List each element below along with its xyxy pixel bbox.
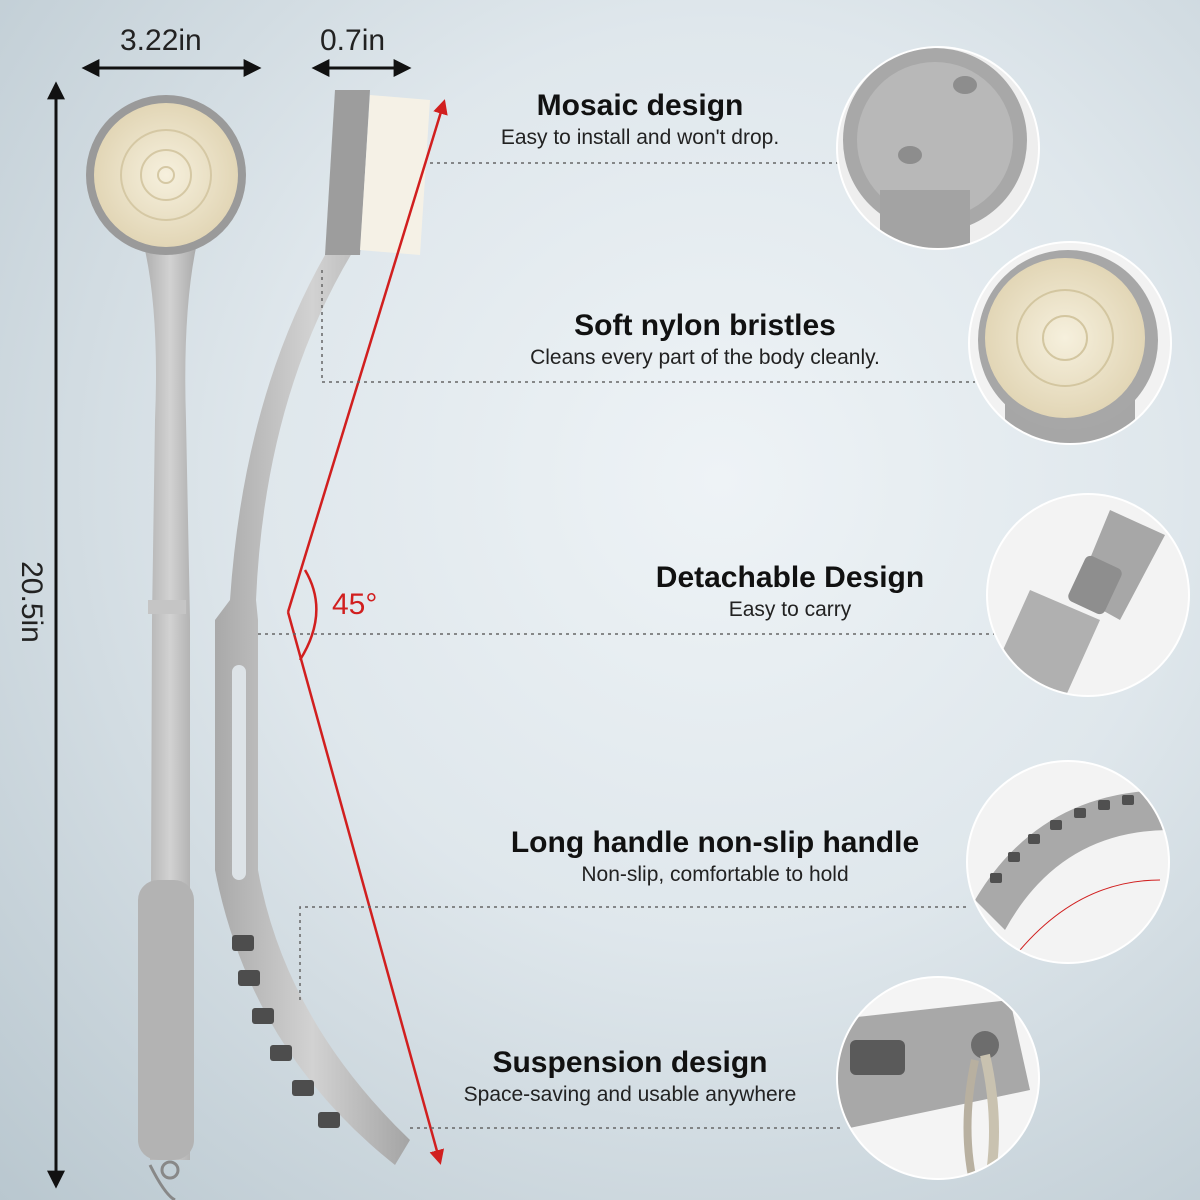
feature-desc: Non-slip, comfortable to hold: [581, 863, 849, 886]
length-label: 20.5in: [14, 561, 48, 643]
width-label: 3.22in: [120, 24, 202, 57]
thickness-label: 0.7in: [320, 24, 386, 57]
detail-suspension-icon: [836, 976, 1040, 1180]
feature-title: Detachable Design: [655, 561, 925, 594]
detail-bristles-icon: [968, 241, 1172, 445]
feature-title: Suspension design: [492, 1046, 768, 1079]
leader-line-bristles: [321, 270, 975, 383]
feature-handle: Long handle non-slip handle Non-slip, co…: [490, 825, 940, 889]
feature-desc: Easy to carry: [728, 598, 852, 621]
detail-detachable-icon: [986, 493, 1190, 697]
detail-handle-icon: [966, 760, 1170, 964]
feature-title: Mosaic design: [536, 89, 744, 122]
feature-desc: Space-saving and usable anywhere: [463, 1083, 797, 1106]
detail-mosaic-icon: [836, 46, 1040, 250]
feature-detachable: Detachable Design Easy to carry: [630, 560, 950, 624]
feature-bristles: Soft nylon bristles Cleans every part of…: [495, 308, 915, 372]
feature-desc: Cleans every part of the body cleanly.: [530, 346, 880, 369]
feature-suspension: Suspension design Space-saving and usabl…: [430, 1045, 830, 1109]
brush-side-view: [215, 90, 430, 1165]
feature-mosaic: Mosaic design Easy to install and won't …: [470, 88, 810, 152]
feature-title: Long handle non-slip handle: [510, 826, 920, 859]
angle-label: 45°: [332, 588, 378, 621]
feature-desc: Easy to install and won't drop.: [500, 126, 780, 149]
angle-indicator: [286, 99, 448, 1165]
leader-line-handle: [299, 906, 970, 1000]
feature-title: Soft nylon bristles: [574, 309, 836, 342]
brush-front-view: [86, 95, 246, 1200]
